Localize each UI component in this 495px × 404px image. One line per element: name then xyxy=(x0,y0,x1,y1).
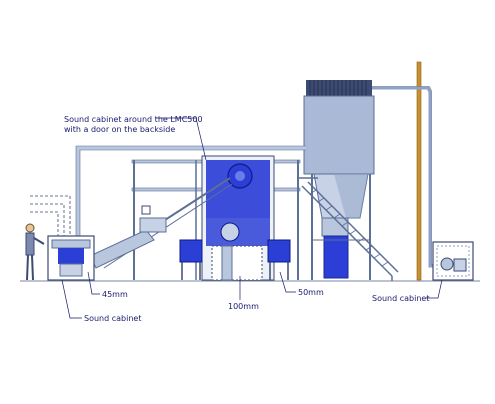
left-sound-cabinet xyxy=(47,235,95,281)
leader-lines xyxy=(61,117,443,319)
cabinet-label-line1: Sound cabinet around the LMC500 xyxy=(64,115,203,124)
dim-45-label: 45mm xyxy=(102,290,128,299)
sound-cabinet-right-label: Sound cabinet xyxy=(372,294,429,303)
stand-1 xyxy=(179,239,203,280)
stand-2 xyxy=(267,239,291,280)
overhead-duct xyxy=(76,146,306,236)
lmc500-cabinet xyxy=(201,155,275,281)
cabinet-label-line2: with a door on the backside xyxy=(64,125,175,134)
feed-lines xyxy=(30,195,71,236)
silo xyxy=(303,80,375,175)
silo-hopper xyxy=(313,173,369,279)
feed-chute xyxy=(89,205,167,269)
dim-100-label: 100mm xyxy=(228,302,259,311)
dim-50-label: 50mm xyxy=(298,288,324,297)
copper-pipe xyxy=(416,61,422,281)
right-sound-cabinet xyxy=(432,241,474,281)
staircase xyxy=(298,177,399,281)
sound-cabinet-left-label: Sound cabinet xyxy=(84,314,141,323)
return-pipe xyxy=(372,86,436,268)
operator-figure xyxy=(25,223,45,281)
